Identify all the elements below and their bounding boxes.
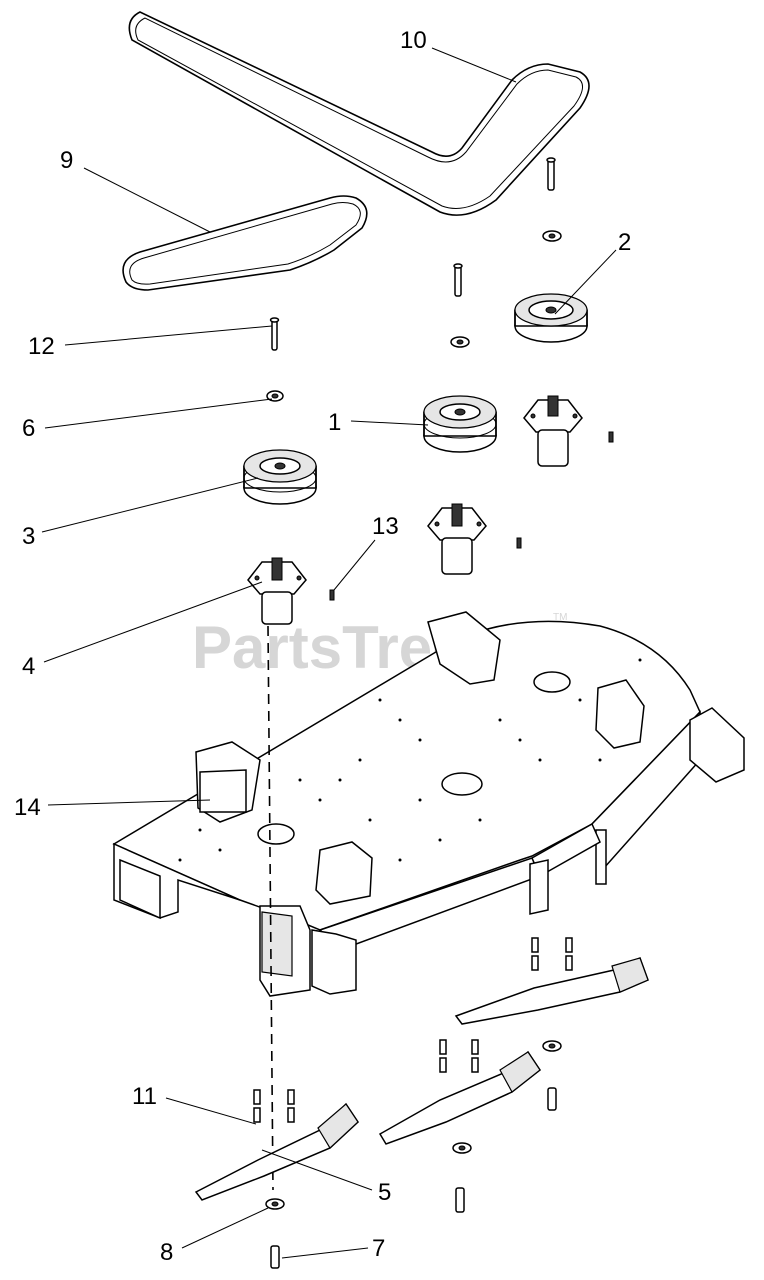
callout-13[interactable]: 13 (372, 513, 399, 540)
spindle-middle[interactable] (427, 503, 487, 575)
washer-lower-middle[interactable] (452, 1142, 472, 1154)
callout-1[interactable]: 1 (328, 409, 341, 436)
callout-12[interactable]: 12 (28, 333, 55, 360)
bolts-lower-middle[interactable] (439, 1039, 479, 1073)
mower-deck-housing[interactable] (112, 611, 745, 997)
washer-upper-middle[interactable] (450, 336, 470, 348)
bolt-lower-middle[interactable] (455, 1187, 465, 1213)
washer-lower-right[interactable] (542, 1040, 562, 1052)
bolt-lower-right[interactable] (547, 1087, 557, 1111)
bolt-upper-middle[interactable] (453, 263, 463, 297)
grease-fitting-middle[interactable] (516, 537, 522, 549)
callout-6[interactable]: 6 (22, 415, 35, 442)
part-10-belt-large[interactable] (128, 11, 590, 216)
callout-8[interactable]: 8 (160, 1239, 173, 1266)
part-6-washer[interactable] (266, 390, 284, 402)
part-3-pulley[interactable] (243, 449, 317, 505)
part-8-washer[interactable] (265, 1198, 285, 1210)
callout-5[interactable]: 5 (378, 1179, 391, 1206)
part-1-pulley[interactable] (423, 395, 497, 453)
part-12-bolt[interactable] (269, 317, 280, 351)
spindle-right[interactable] (523, 395, 583, 467)
part-2-pulley[interactable] (514, 293, 588, 343)
washer-upper-right[interactable] (542, 230, 562, 242)
assembly-centerline (267, 625, 274, 1191)
part-4-spindle[interactable] (247, 557, 307, 625)
bolts-lower-left[interactable] (253, 1089, 295, 1123)
blade-middle[interactable] (378, 1050, 542, 1145)
part-7-bolt[interactable] (270, 1245, 280, 1269)
bolts-lower-right[interactable] (531, 937, 573, 971)
callout-11[interactable]: 11 (132, 1083, 157, 1110)
bolt-upper-right[interactable] (546, 157, 556, 191)
watermark-trademark: TM (553, 612, 567, 623)
callout-7[interactable]: 7 (372, 1235, 385, 1262)
callout-10[interactable]: 10 (400, 27, 427, 54)
grease-fitting-right[interactable] (608, 431, 614, 443)
callout-4[interactable]: 4 (22, 653, 35, 680)
callout-14[interactable]: 14 (14, 794, 41, 821)
blade-right[interactable] (454, 956, 649, 1025)
callout-9[interactable]: 9 (60, 147, 73, 174)
part-9-belt-small[interactable] (122, 195, 368, 291)
leader-lines (41, 47, 617, 1259)
part-13-grease-fitting[interactable] (329, 589, 335, 601)
callout-3[interactable]: 3 (22, 523, 35, 550)
part-5-blade[interactable] (194, 1102, 359, 1201)
callout-2[interactable]: 2 (618, 229, 631, 256)
